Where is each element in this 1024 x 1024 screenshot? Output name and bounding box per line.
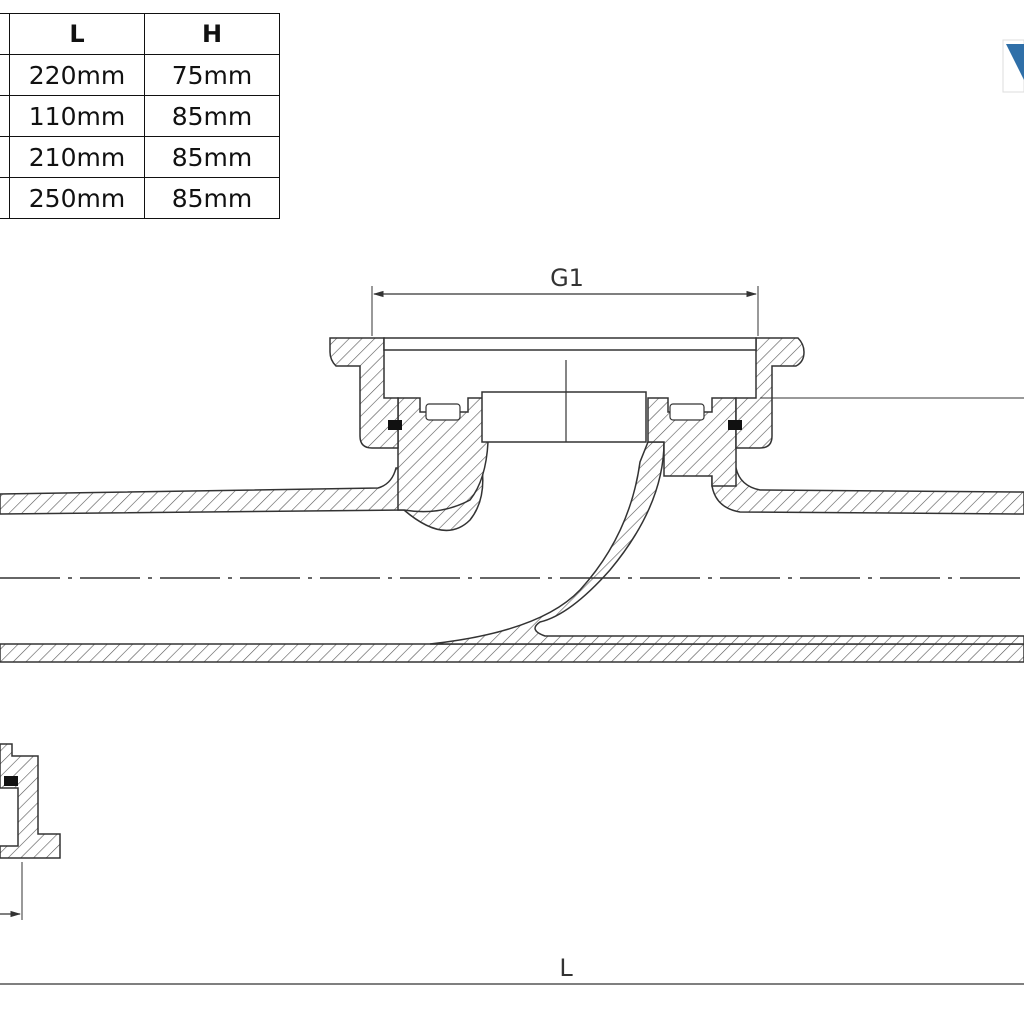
screw-right bbox=[669, 403, 705, 421]
logo-fragment bbox=[1002, 39, 1024, 93]
seal-left bbox=[388, 420, 402, 430]
screw-left bbox=[425, 403, 461, 421]
table-cell-h: 75mm bbox=[144, 54, 280, 96]
side-fitting-seal bbox=[4, 776, 18, 786]
cap-flange-right bbox=[735, 337, 805, 449]
table-row: 220mm 75mm bbox=[0, 54, 280, 96]
table-cell-h: 85mm bbox=[144, 95, 280, 137]
side-fitting-body bbox=[0, 743, 61, 859]
pipe-lower-wall bbox=[0, 643, 1024, 663]
g1-label: G1 bbox=[550, 264, 584, 292]
pipe-upper-wall-left bbox=[0, 467, 405, 515]
table-cell-h: 85mm bbox=[144, 136, 280, 178]
pipe-upper-wall-right bbox=[711, 467, 1024, 515]
table-cell-h: 85mm bbox=[144, 177, 280, 219]
cap-flange-left bbox=[329, 337, 399, 449]
insert-right-block bbox=[647, 397, 737, 487]
table-cell-l: 220mm bbox=[9, 54, 145, 96]
table-row: 250mm 85mm bbox=[0, 177, 280, 219]
internal-riser-wall bbox=[429, 441, 1024, 645]
table-row: 110mm 85mm bbox=[0, 95, 280, 137]
dimension-table: L H 220mm 75mm 110mm 85mm 210mm 85mm 250… bbox=[0, 13, 280, 219]
insert-window bbox=[481, 391, 647, 443]
table-cell-l: 250mm bbox=[9, 177, 145, 219]
seal-right bbox=[728, 420, 742, 430]
cap-top-plate bbox=[383, 337, 757, 351]
table-cell-l: 110mm bbox=[9, 95, 145, 137]
l-label: L bbox=[559, 954, 573, 982]
